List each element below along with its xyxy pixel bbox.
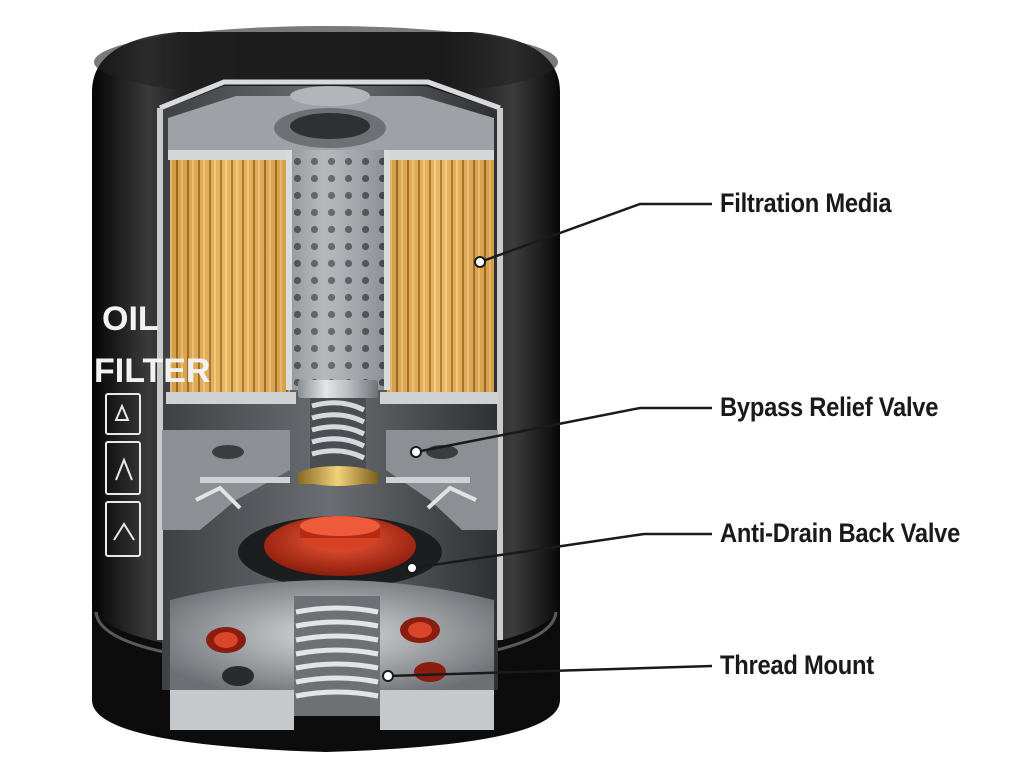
label-bypass-relief-valve: Bypass Relief Valve — [720, 392, 939, 422]
leader-bypass-relief-valve — [415, 406, 712, 454]
anti-drain-valve-assembly — [238, 516, 442, 588]
branding-line-2: FILTER — [94, 352, 210, 390]
leader-anti-drain-back-valve — [411, 532, 712, 570]
label-thread-mount: Thread Mount — [720, 650, 874, 680]
bypass-valve-assembly — [298, 380, 378, 486]
filter-branding: OIL FILTER — [94, 300, 210, 557]
thread-mount-assembly — [170, 580, 494, 730]
label-filtration-media: Filtration Media — [720, 188, 892, 218]
instruction-pictograms — [105, 393, 141, 557]
branding-line-1: OIL — [102, 300, 159, 338]
callout-anchor-dots — [382, 256, 486, 682]
filtration-media-element — [166, 160, 498, 404]
center-tube — [286, 150, 390, 390]
callout-leaders — [387, 202, 713, 678]
leader-filtration-media — [479, 202, 712, 264]
label-anti-drain-back-valve: Anti-Drain Back Valve — [720, 518, 961, 548]
leader-thread-mount — [387, 664, 713, 678]
